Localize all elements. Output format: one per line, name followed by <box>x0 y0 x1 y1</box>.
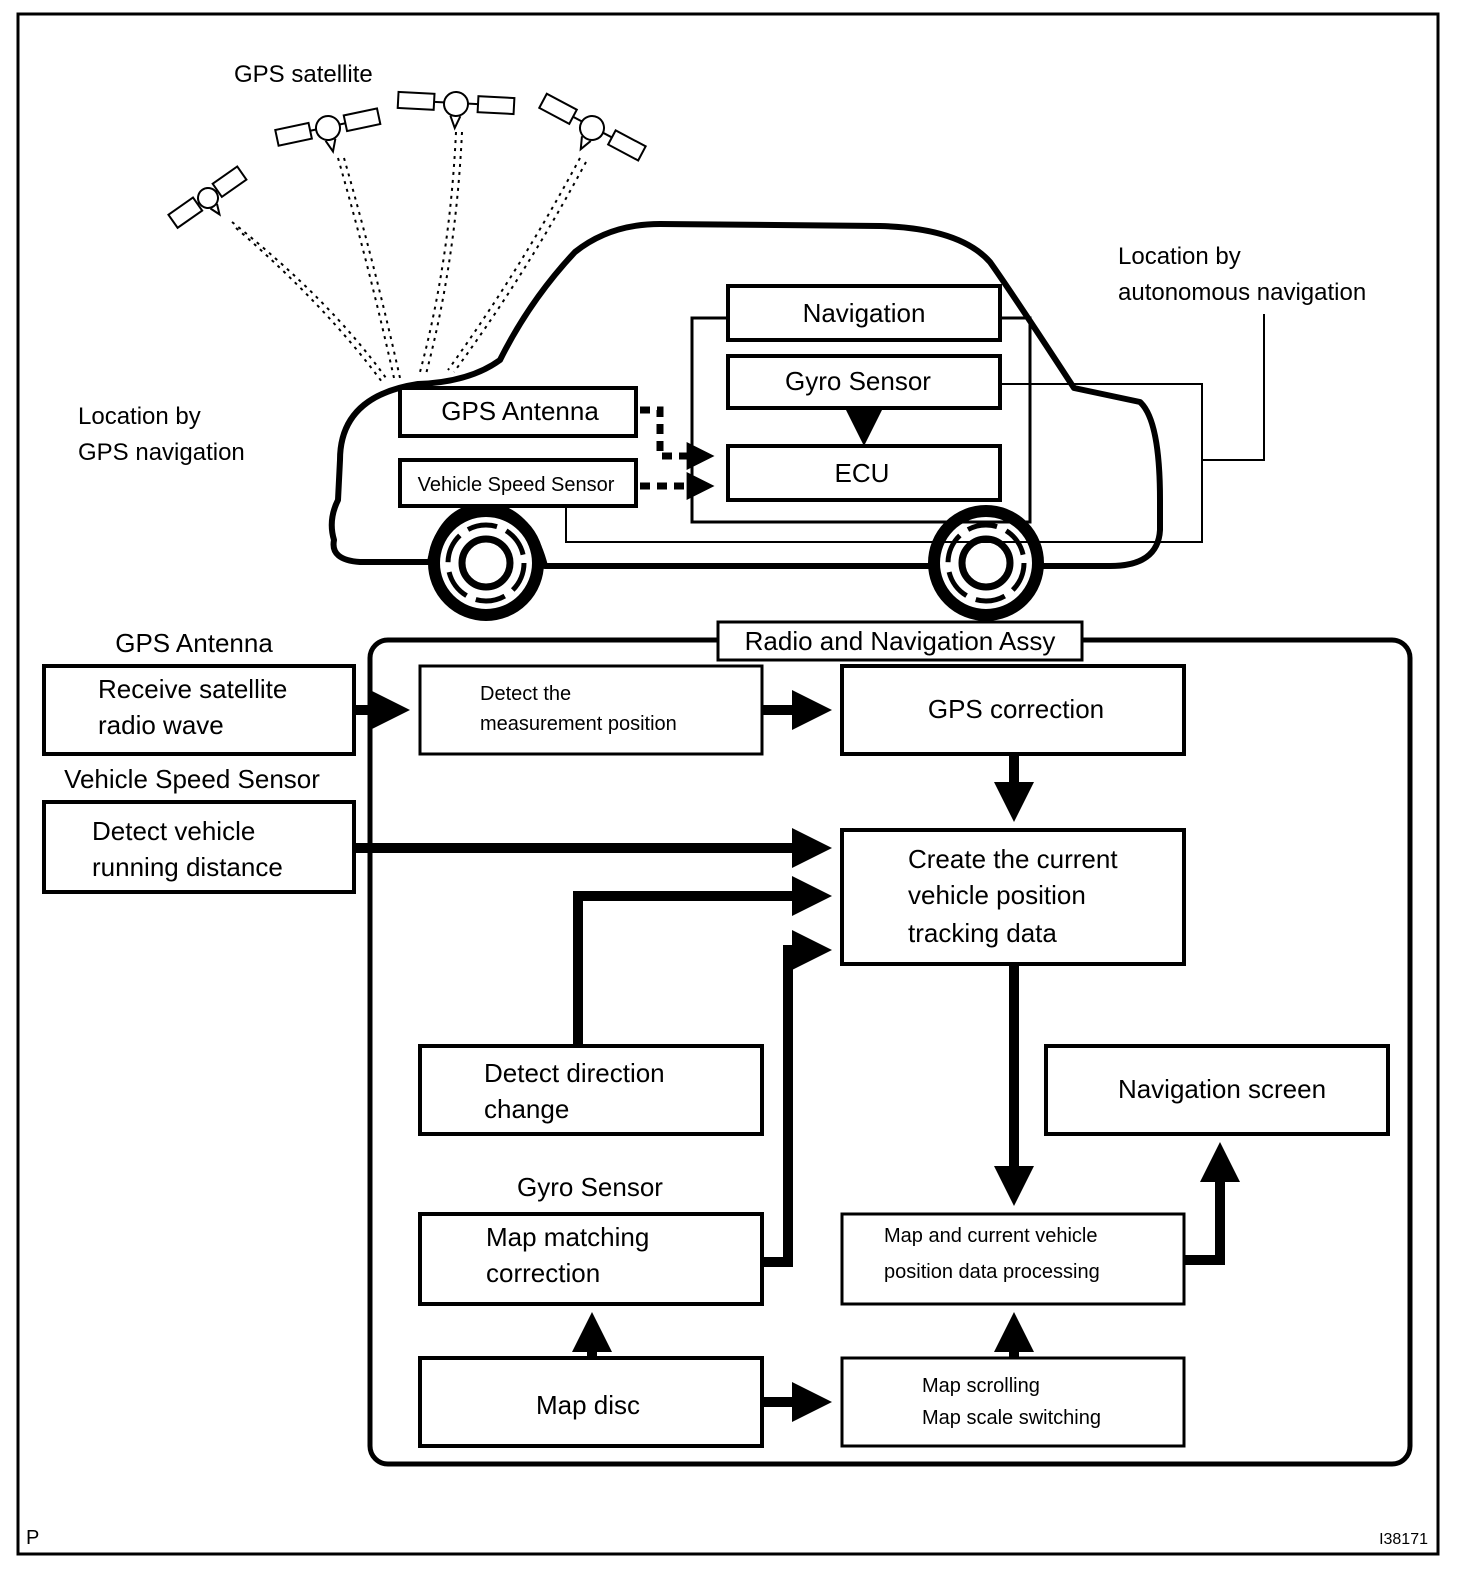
map-scrolling-box <box>840 1356 1186 1448</box>
autonomous-connector-lines <box>565 314 1265 543</box>
vss-flow-label: Vehicle Speed Sensor <box>64 764 320 794</box>
car-vss-label: Vehicle Speed Sensor <box>418 474 615 496</box>
detect-measure-line2: measurement position <box>480 713 677 735</box>
detect-measure-line1: Detect the <box>480 683 571 705</box>
receive-line1: Receive satellite <box>98 674 287 704</box>
receive-box <box>42 664 356 756</box>
figure-id: I38171 <box>1379 1531 1428 1548</box>
detect-direction-box <box>418 1044 764 1136</box>
navigation-screen-box <box>1044 1044 1390 1136</box>
rear-wheel <box>928 505 1044 621</box>
satellite-icon-3 <box>396 90 516 131</box>
map-matching-line1: Map matching <box>486 1222 649 1252</box>
radio-waves <box>231 131 587 383</box>
outer-frame <box>16 12 1440 1556</box>
processing-to-screen-arrow <box>1184 1142 1240 1265</box>
location-gps-line1: Location by <box>78 403 201 430</box>
flow-arrows <box>354 690 1240 1422</box>
create-tracking-line3: tracking data <box>908 918 1057 948</box>
gyro-flow-label: Gyro Sensor <box>517 1172 663 1202</box>
map-matching-line2: correction <box>486 1258 600 1288</box>
footer-left-mark: P <box>26 1527 39 1549</box>
car-gps-antenna-box <box>398 386 638 438</box>
map-scrolling-line1: Map scrolling <box>922 1375 1040 1397</box>
detect-distance-line1: Detect vehicle <box>92 816 255 846</box>
assy-title-box <box>716 620 1084 662</box>
gps-to-ecu-dashed-arrow <box>640 406 715 470</box>
gps-antenna-flow-label: GPS Antenna <box>115 628 273 658</box>
gps-correction-label: GPS correction <box>928 694 1104 724</box>
car-vss-box <box>398 458 638 508</box>
map-processing-line2: position data processing <box>884 1261 1100 1283</box>
car-gyro-box <box>726 354 1002 410</box>
gps-satellite-label: GPS satellite <box>234 61 373 88</box>
satellite-icon-1 <box>167 165 248 230</box>
detect-distance-line2: running distance <box>92 852 283 882</box>
car-gps-antenna-label: GPS Antenna <box>441 396 599 426</box>
map-processing-box <box>840 1212 1186 1306</box>
front-wheel <box>428 505 544 621</box>
map-processing-line1: Map and current vehicle <box>884 1225 1097 1247</box>
receive-line2: radio wave <box>98 710 224 740</box>
location-gps-line2: GPS navigation <box>78 439 245 466</box>
location-auto-line2: autonomous navigation <box>1118 279 1366 306</box>
detect-measure-box <box>418 664 764 756</box>
assy-title: Radio and Navigation Assy <box>745 626 1056 656</box>
car-ecu-label: ECU <box>835 458 890 488</box>
navigation-screen-label: Navigation screen <box>1118 1074 1326 1104</box>
create-tracking-line1: Create the current <box>908 844 1118 874</box>
detect-direction-line1: Detect direction <box>484 1058 665 1088</box>
car-navigation-label: Navigation <box>803 298 926 328</box>
car-ecu-box <box>726 444 1002 502</box>
car-navigation-box <box>726 284 1002 342</box>
create-tracking-line2: vehicle position <box>908 880 1086 910</box>
map-matching-to-tracking-arrow <box>762 930 832 1267</box>
map-scrolling-line2: Map scale switching <box>922 1407 1101 1429</box>
map-disc-label: Map disc <box>536 1390 640 1420</box>
satellite-icon-2 <box>274 107 382 155</box>
detect-direction-line2: change <box>484 1094 569 1124</box>
satellite-icon-4 <box>537 92 648 162</box>
car-gyro-label: Gyro Sensor <box>785 366 931 396</box>
map-matching-box <box>418 1212 764 1306</box>
direction-to-tracking-arrow <box>573 876 832 1046</box>
location-auto-line1: Location by <box>1118 243 1241 270</box>
